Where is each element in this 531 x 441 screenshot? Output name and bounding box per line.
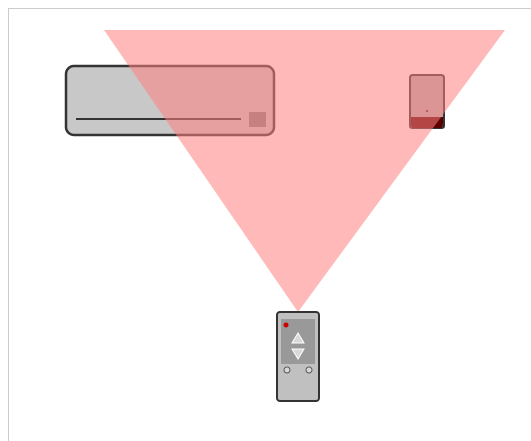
remote-control bbox=[277, 312, 319, 401]
remote-control-left-button bbox=[284, 367, 290, 373]
remote-control-right-button bbox=[306, 367, 312, 373]
remote-control-led bbox=[284, 323, 289, 328]
